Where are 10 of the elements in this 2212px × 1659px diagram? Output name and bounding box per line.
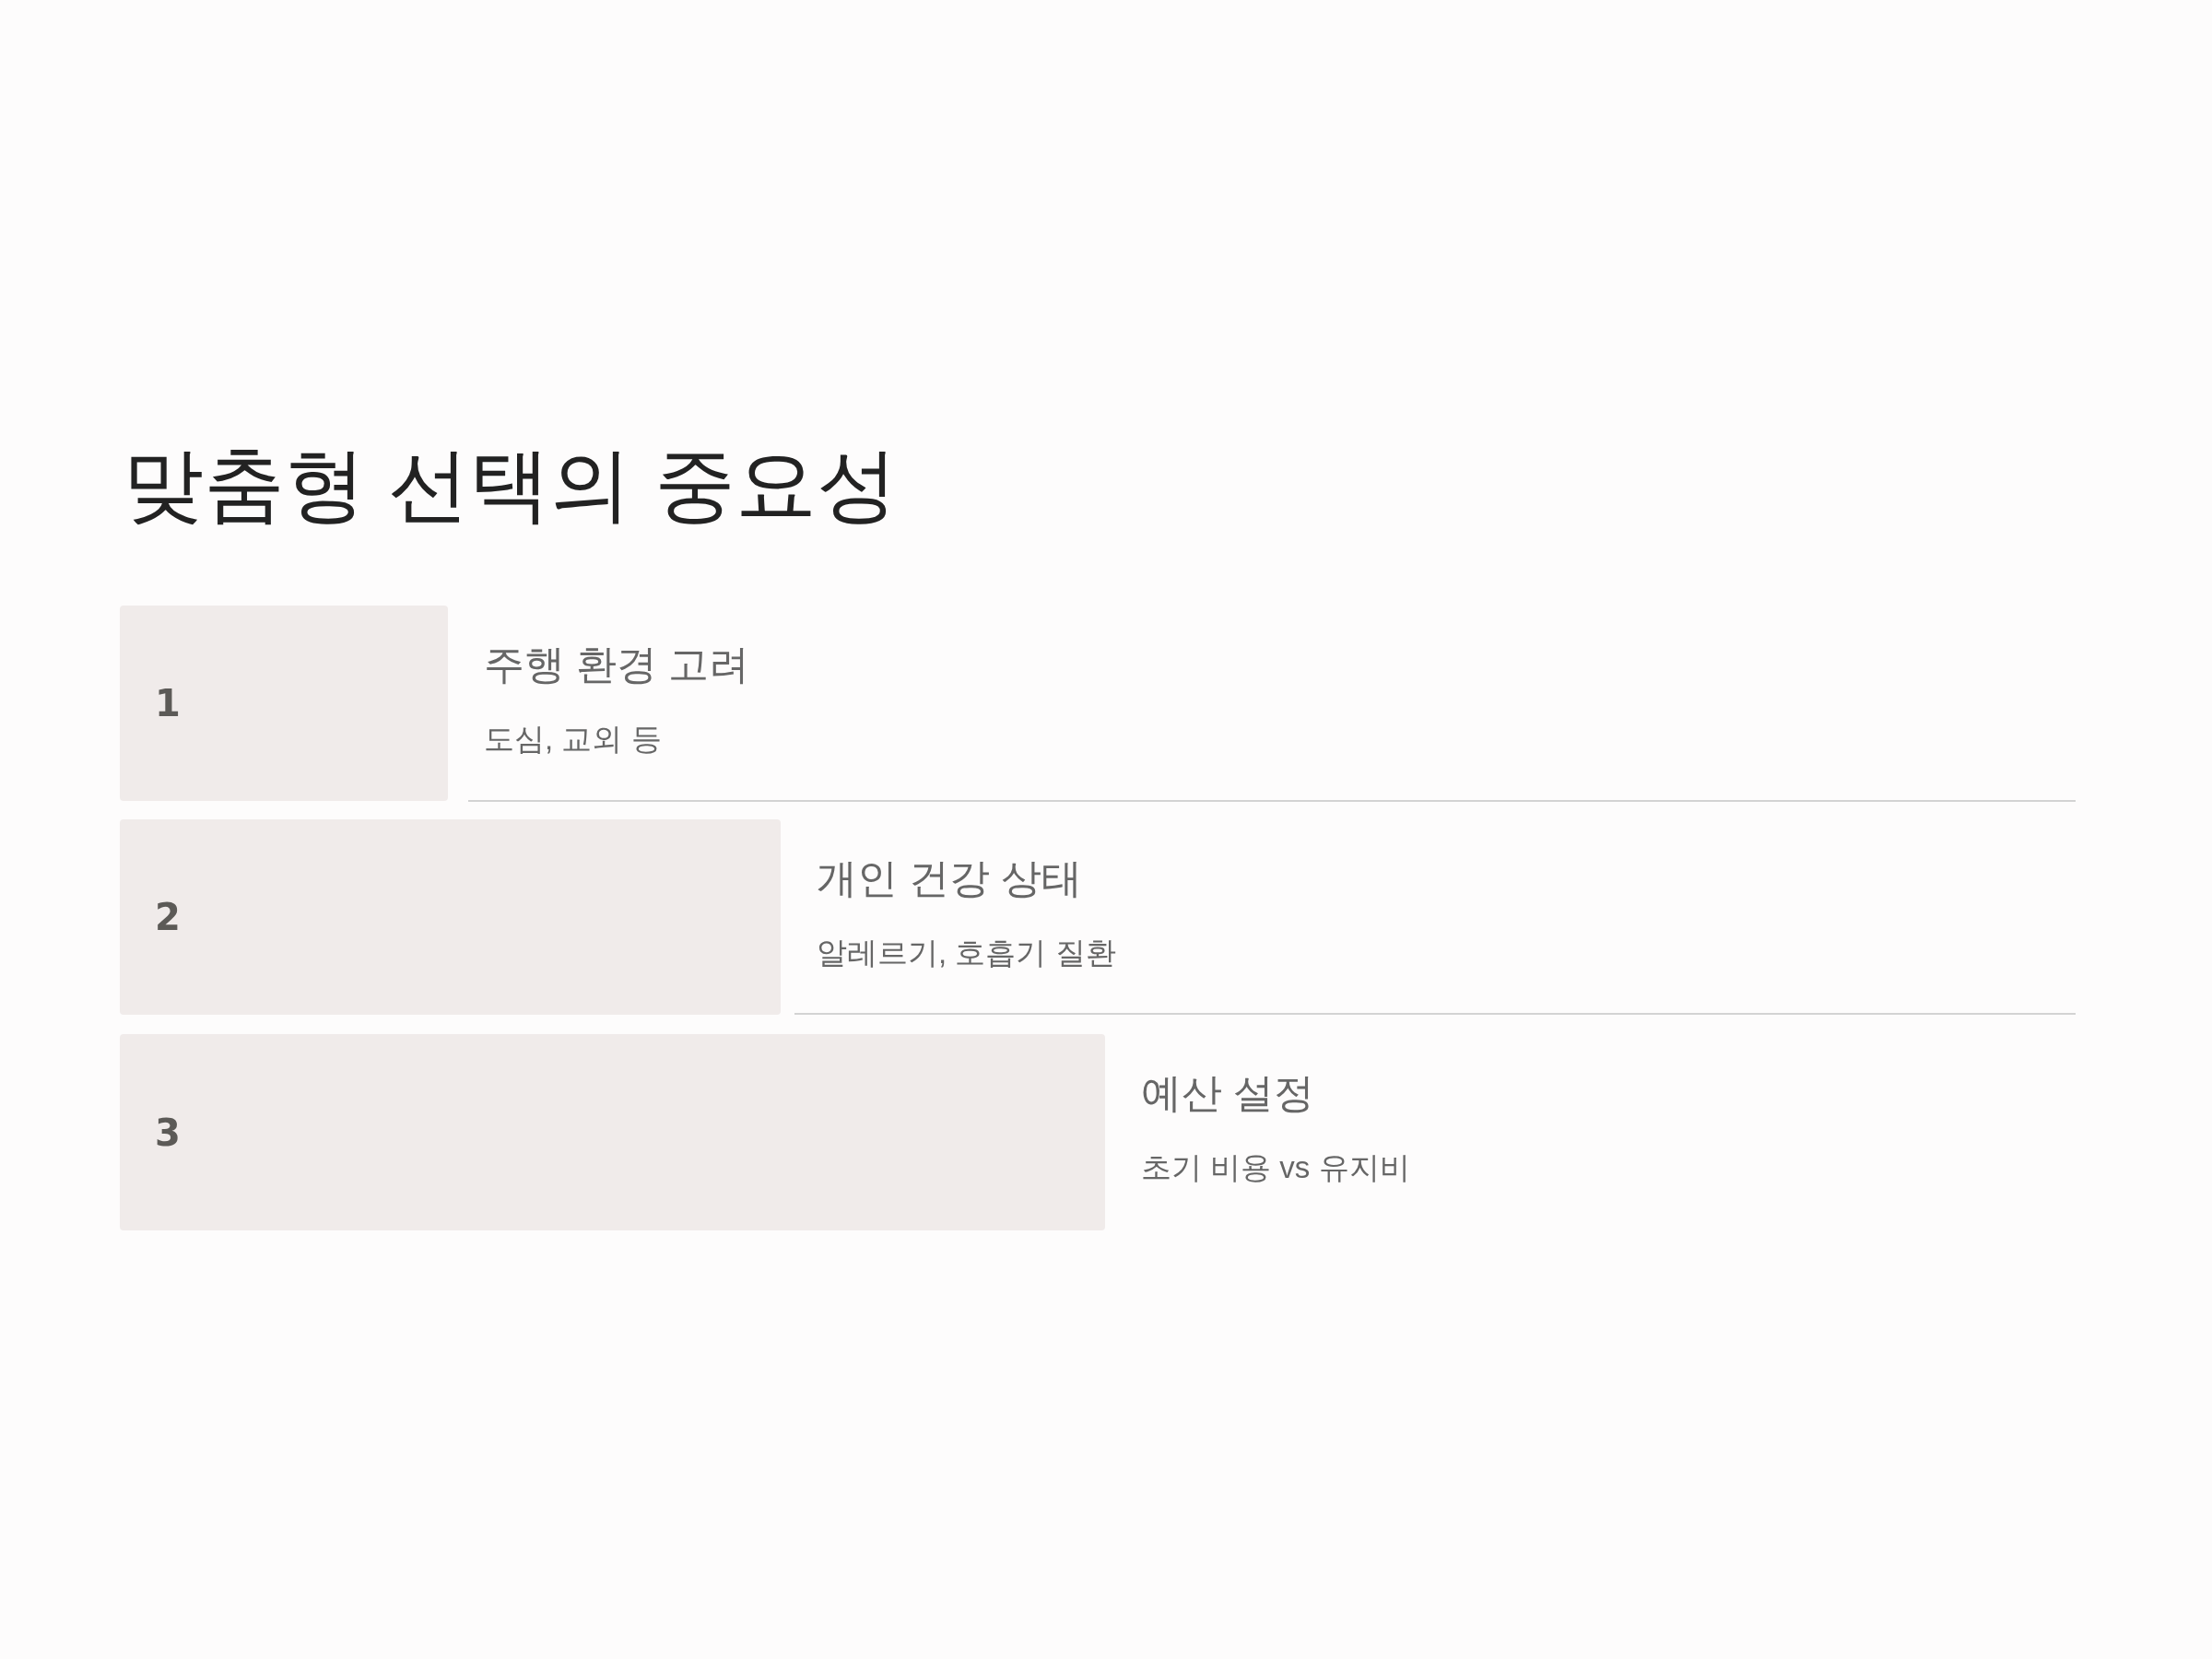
item-description: 알레르기, 호흡기 질환 bbox=[817, 935, 1116, 971]
item-heading: 주행 환경 고려 bbox=[484, 641, 750, 688]
step-number: 1 bbox=[155, 685, 181, 722]
step-number: 2 bbox=[155, 899, 181, 935]
item-description: 초기 비용 vs 유지비 bbox=[1141, 1149, 1410, 1186]
item-heading: 개인 건강 상태 bbox=[817, 854, 1083, 902]
title: 맞춤형 선택의 중요성 bbox=[123, 438, 898, 532]
item-heading: 예산 설정 bbox=[1141, 1069, 1315, 1117]
step-number: 3 bbox=[155, 1113, 181, 1151]
item-description: 도심, 교외 등 bbox=[484, 721, 662, 758]
